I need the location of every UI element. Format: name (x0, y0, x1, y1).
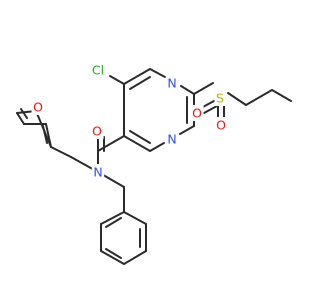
molecule-structure: Cl N N O N O S O O (16, 62, 292, 265)
atom-labels: Cl N N O N O S O O (31, 62, 228, 180)
atom-label-backdrop (214, 117, 228, 133)
propylsulfonyl-group (193, 82, 292, 119)
sulfonyl-oxygen-left-label: O (192, 106, 202, 121)
amide-nitrogen-label: N (93, 165, 102, 180)
pyrimidine-ring (123, 68, 195, 152)
atom-label-backdrop (90, 123, 104, 139)
atom-label-backdrop (165, 75, 179, 91)
benzyl-group (97, 171, 147, 265)
atom-label-backdrop (31, 99, 45, 115)
atom-label-backdrop (91, 164, 105, 180)
atom-label-backdrop (214, 90, 226, 106)
sulfonyl-oxygen-bottom-label: O (216, 118, 226, 133)
furan-oxygen-label: O (33, 100, 43, 115)
atom-label-backdrop (190, 105, 204, 121)
sulfur-label: S (216, 91, 224, 106)
c-cl-bond (109, 75, 125, 85)
atom-label-backdrop (90, 62, 106, 78)
furan-methyl-group (16, 108, 99, 173)
chlorine-label: Cl (92, 63, 104, 78)
pyrimidine-n-bottom-label: N (167, 132, 176, 147)
atom-label-backdrop (165, 131, 179, 147)
carbonyl-oxygen-label: O (92, 124, 102, 139)
pyrimidine-n-top-label: N (167, 76, 176, 91)
